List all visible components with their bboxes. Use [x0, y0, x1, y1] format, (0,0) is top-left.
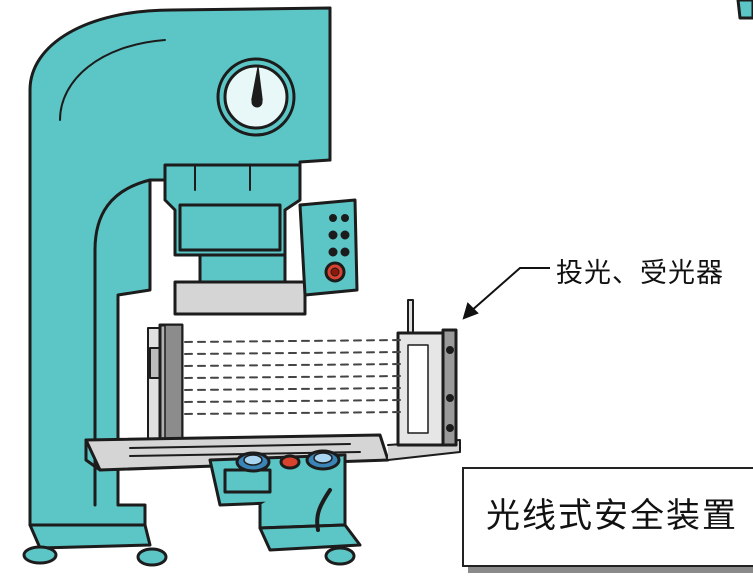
two-hand-buttons [235, 449, 341, 473]
light-curtain-emitter-icon [147, 323, 184, 459]
pressure-gauge-icon [216, 57, 296, 137]
press-ram [163, 163, 307, 316]
light-curtain-receiver-icon [396, 299, 458, 447]
callout-leader [462, 267, 550, 320]
callout-label: 投光、受光器 [556, 258, 724, 289]
control-panel [298, 198, 359, 297]
diagram-title: 光线式安全装置 [486, 496, 738, 536]
title-box: 光线式安全装置 [462, 467, 753, 567]
light-beams [184, 339, 406, 415]
